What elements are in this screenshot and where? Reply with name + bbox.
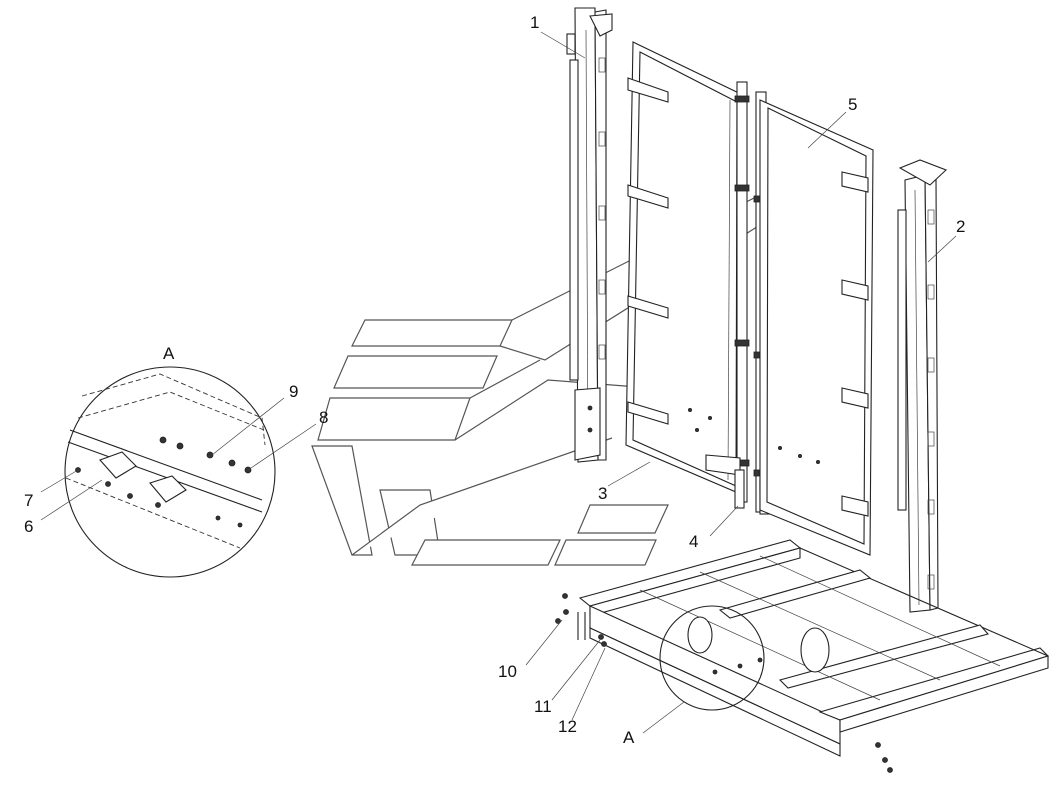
callout-2: 2: [956, 217, 966, 236]
callout-9: 9: [289, 382, 299, 401]
callout-10: 10: [498, 662, 517, 681]
left-post-part-1: [566, 7, 613, 463]
base-frame-assembly: [555, 539, 1050, 773]
right-post-part-2: [897, 159, 948, 613]
detail-view-a: [64, 366, 276, 578]
callout-6: 6: [24, 517, 34, 536]
detail-reference-label: A: [623, 728, 635, 747]
callout-4: 4: [689, 532, 699, 551]
leader-lines: [40, 31, 957, 734]
callout-1: 1: [530, 13, 540, 32]
right-door-part-5: [759, 99, 874, 556]
detail-reference-circle: [659, 605, 765, 711]
right-door-hinges: [841, 171, 869, 517]
callout-8: 8: [319, 408, 329, 427]
left-door-hinges: [627, 77, 669, 425]
callout-11: 11: [534, 697, 552, 716]
callout-3: 3: [598, 484, 608, 503]
detail-view-label: A: [163, 344, 175, 363]
left-door-part-3: [625, 41, 746, 496]
callout-5: 5: [848, 95, 858, 114]
frame-fasteners: [555, 593, 893, 773]
callout-12: 12: [558, 717, 577, 736]
callout-7: 7: [24, 491, 34, 510]
